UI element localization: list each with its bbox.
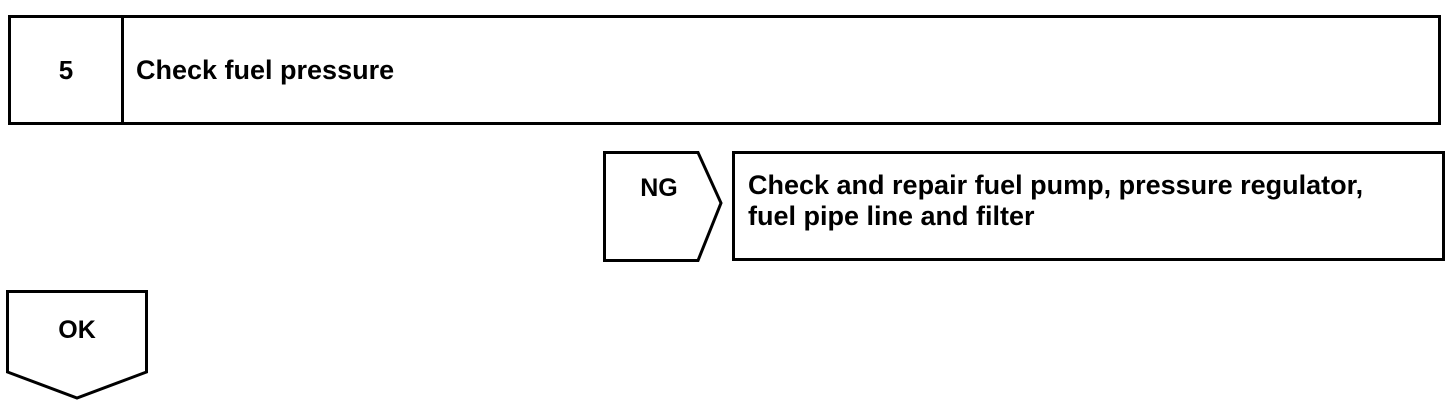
step-number: 5 bbox=[11, 18, 124, 122]
ng-arrow-shape bbox=[603, 151, 723, 262]
step-title: Check fuel pressure bbox=[136, 54, 395, 85]
ng-label: NG bbox=[640, 174, 678, 202]
ng-action-line-1: Check and repair fuel pump, pressure reg… bbox=[748, 170, 1364, 200]
step-box: 5 Check fuel pressure bbox=[8, 15, 1441, 125]
ok-arrow-shape bbox=[6, 290, 148, 400]
ng-action-box: Check and repair fuel pump, pressure reg… bbox=[732, 151, 1445, 261]
ok-label: OK bbox=[58, 316, 96, 344]
ng-action-line-2: fuel pipe line and filter bbox=[748, 201, 1035, 231]
ng-arrow-outline bbox=[603, 151, 723, 262]
ng-action-text: Check and repair fuel pump, pressure reg… bbox=[735, 170, 1369, 232]
ok-arrow-outline bbox=[6, 290, 148, 400]
